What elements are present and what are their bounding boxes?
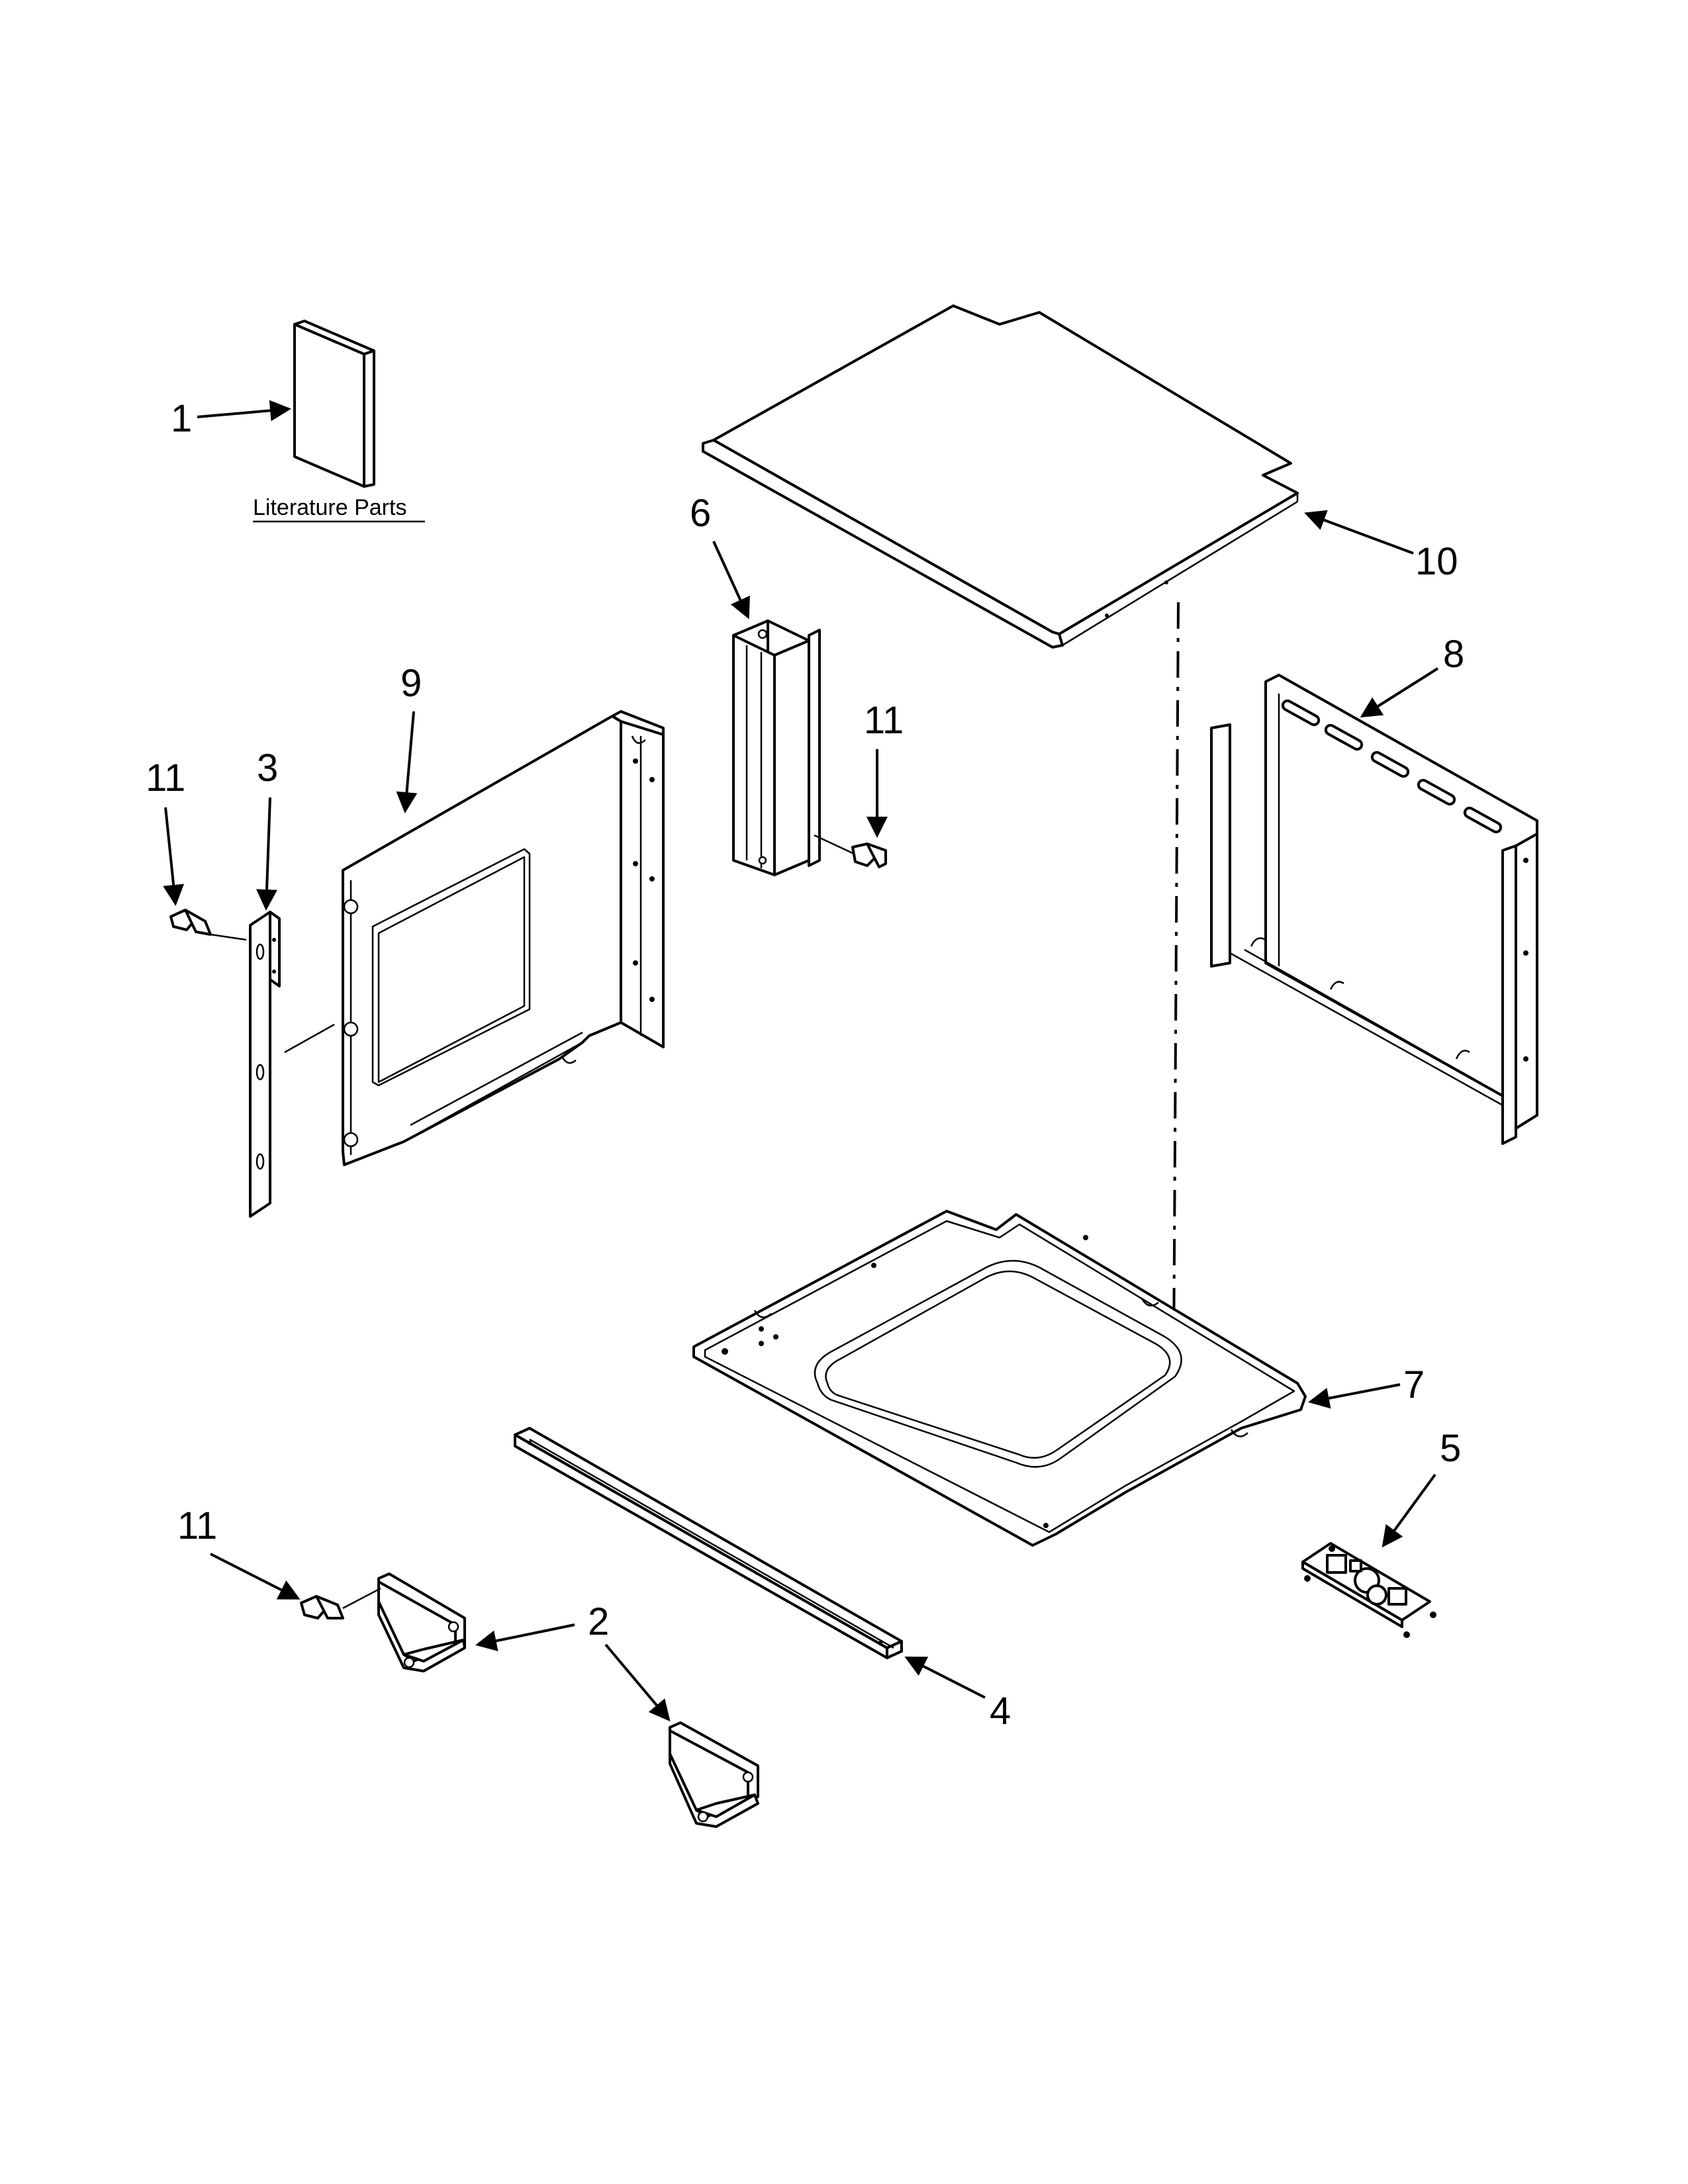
callout-2: 2 [588, 1600, 609, 1643]
screw-center [814, 834, 887, 868]
callout-4: 4 [990, 1690, 1011, 1733]
callout-11-left: 11 [146, 756, 185, 799]
literature-booklet [293, 320, 375, 488]
callout-7: 7 [1403, 1363, 1425, 1406]
left-side-panel [342, 710, 665, 1166]
screw-left [169, 909, 247, 941]
channel-bracket [732, 619, 821, 876]
callout-11-center: 11 [864, 699, 904, 742]
long-rail [514, 1427, 903, 1659]
literature-parts-caption: Literature Parts [253, 495, 406, 520]
vertical-strap [249, 911, 281, 1218]
callout-3: 3 [257, 747, 278, 790]
control-board [1301, 1542, 1436, 1638]
bracket-upper [377, 1572, 466, 1672]
callout-11-bottom: 11 [177, 1504, 217, 1547]
callout-8: 8 [1443, 633, 1464, 676]
right-side-panel [1210, 674, 1538, 1145]
bottom-panel [692, 1210, 1307, 1547]
callout-1: 1 [171, 397, 192, 440]
top-panel [702, 304, 1299, 649]
callout-9: 9 [400, 662, 422, 705]
callout-6: 6 [690, 492, 711, 535]
bracket-lower [669, 1721, 759, 1828]
callout-10: 10 [1415, 540, 1458, 583]
screw-bottom [300, 1587, 381, 1619]
callout-5: 5 [1440, 1427, 1461, 1470]
